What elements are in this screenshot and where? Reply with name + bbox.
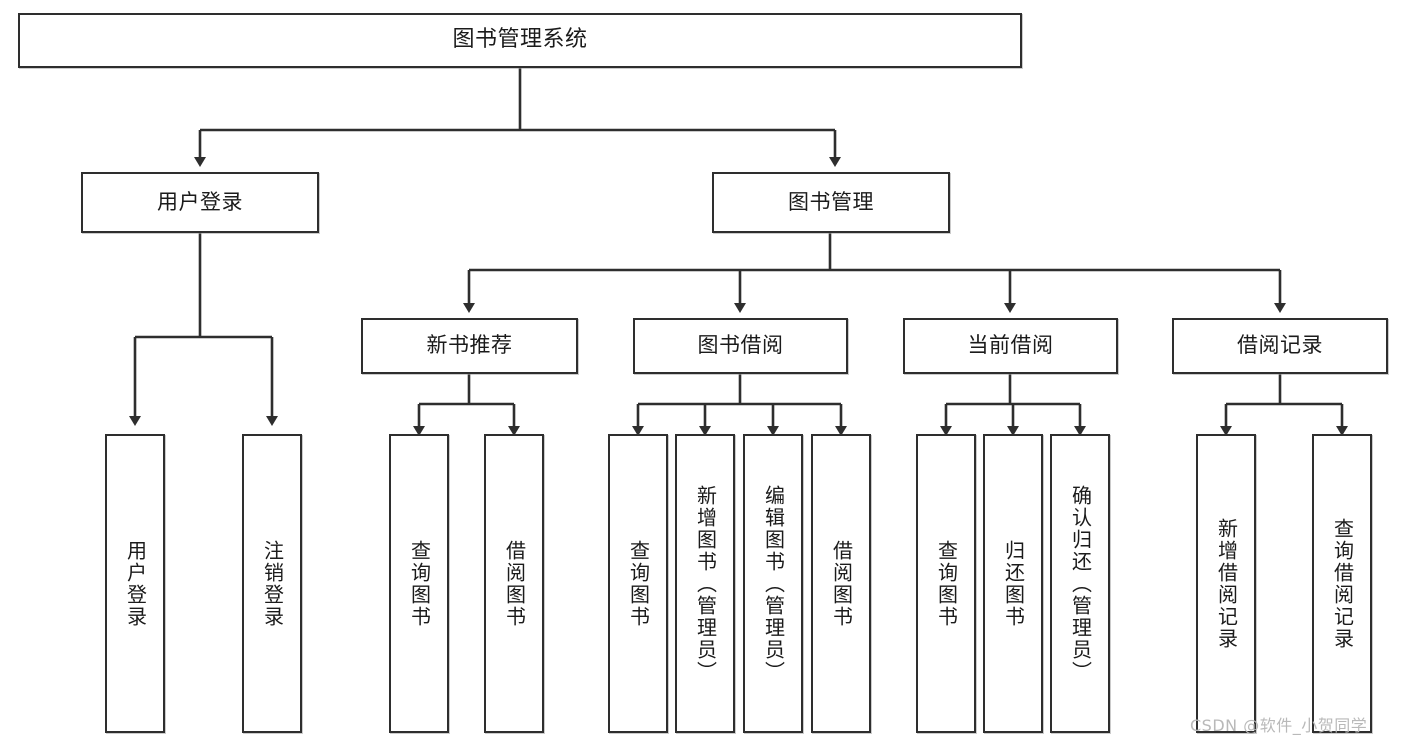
node-borrow-record[interactable]: 借阅记录 xyxy=(1172,318,1388,374)
leaf-label: 确认归还（管理员） xyxy=(1068,484,1093,683)
leaf-label: 注销登录 xyxy=(260,539,285,628)
leaf-label: 查询借阅记录 xyxy=(1330,517,1355,650)
leaf-label: 借阅图书 xyxy=(829,539,854,628)
leaf-recommend-borrow-book[interactable]: 借阅图书 xyxy=(484,434,544,733)
node-book-borrow[interactable]: 图书借阅 xyxy=(633,318,848,374)
node-current-borrow[interactable]: 当前借阅 xyxy=(903,318,1118,374)
leaf-label: 查询图书 xyxy=(626,539,651,628)
leaf-label: 新增借阅记录 xyxy=(1214,517,1239,650)
leaf-user-login-login[interactable]: 用户登录 xyxy=(105,434,165,733)
leaf-current-return-book[interactable]: 归还图书 xyxy=(983,434,1043,733)
csdn-watermark: CSDN @软件_小贺同学 xyxy=(1190,716,1368,735)
node-user-login[interactable]: 用户登录 xyxy=(81,172,319,233)
leaf-label: 借阅图书 xyxy=(502,539,527,628)
leaf-current-confirm-return[interactable]: 确认归还（管理员） xyxy=(1050,434,1110,733)
leaf-borrow-query-book[interactable]: 查询图书 xyxy=(608,434,668,733)
leaf-label: 查询图书 xyxy=(934,539,959,628)
leaf-record-query-record[interactable]: 查询借阅记录 xyxy=(1312,434,1372,733)
leaf-label: 新增图书（管理员） xyxy=(693,484,718,683)
leaf-borrow-borrow-book[interactable]: 借阅图书 xyxy=(811,434,871,733)
node-book-management[interactable]: 图书管理 xyxy=(712,172,950,233)
leaf-user-login-logout[interactable]: 注销登录 xyxy=(242,434,302,733)
leaf-label: 查询图书 xyxy=(407,539,432,628)
node-root-system[interactable]: 图书管理系统 xyxy=(18,13,1022,68)
leaf-current-query-book[interactable]: 查询图书 xyxy=(916,434,976,733)
leaf-recommend-query-book[interactable]: 查询图书 xyxy=(389,434,449,733)
leaf-label: 编辑图书（管理员） xyxy=(761,484,786,683)
leaf-label: 用户登录 xyxy=(123,539,148,628)
leaf-label: 归还图书 xyxy=(1001,539,1026,628)
leaf-borrow-add-book[interactable]: 新增图书（管理员） xyxy=(675,434,735,733)
leaf-record-add-record[interactable]: 新增借阅记录 xyxy=(1196,434,1256,733)
leaf-borrow-edit-book[interactable]: 编辑图书（管理员） xyxy=(743,434,803,733)
node-new-book-recommend[interactable]: 新书推荐 xyxy=(361,318,578,374)
